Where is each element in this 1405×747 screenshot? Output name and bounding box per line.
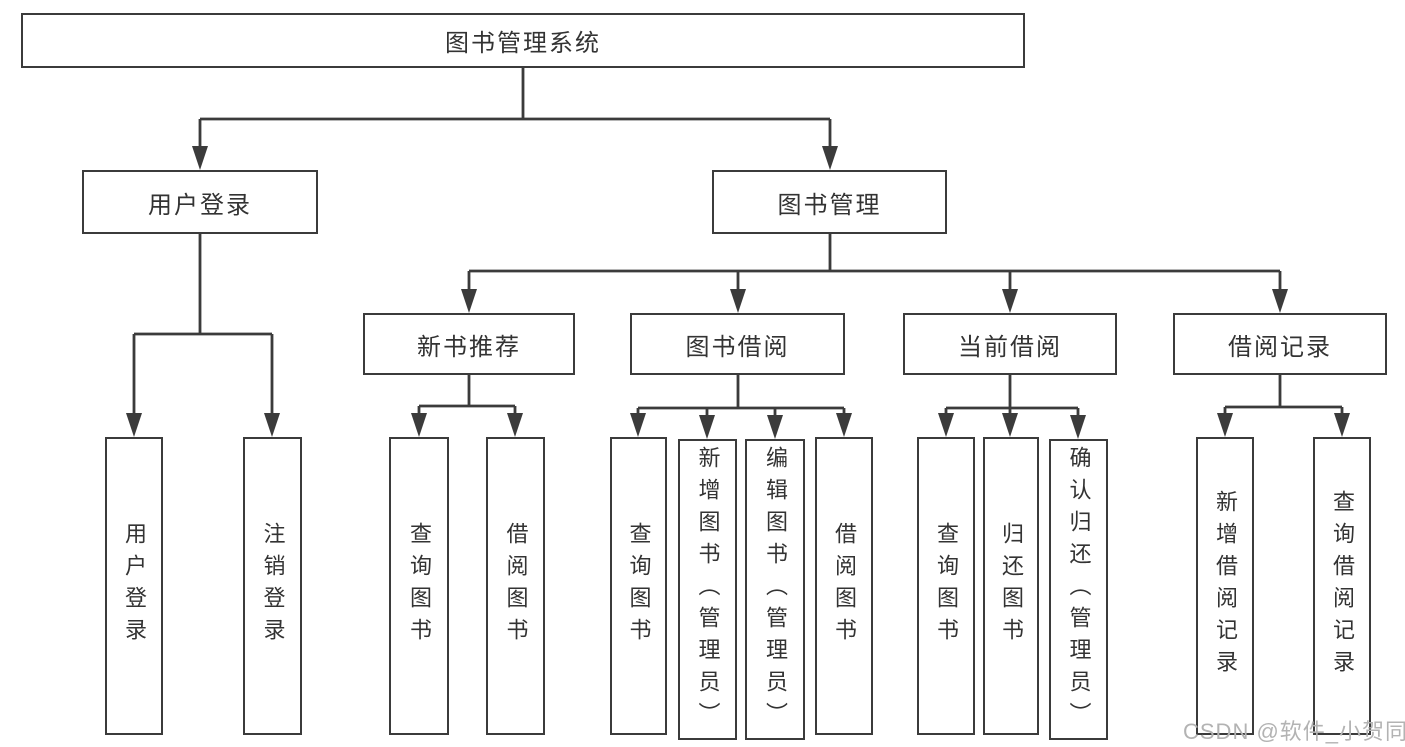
node-leaf-user-login: 用户登录 (105, 437, 163, 735)
node-book-borrowing: 图书借阅 (630, 313, 845, 375)
node-book-management: 图书管理 (712, 170, 947, 234)
arrow-down-icon (938, 413, 954, 437)
arrow-down-icon (411, 413, 427, 437)
node-leaf-query-books-recommend: 查询图书 (389, 437, 449, 735)
arrow-down-icon (630, 413, 646, 437)
node-leaf-query-books-borrow: 查询图书 (610, 437, 667, 735)
arrow-down-icon (192, 146, 208, 170)
node-leaf-query-books-current: 查询图书 (917, 437, 975, 735)
arrow-down-icon (507, 413, 523, 437)
arrow-down-icon (1272, 289, 1288, 313)
node-leaf-confirm-return-admin: 确认归还（管理员） (1049, 439, 1108, 740)
node-leaf-add-borrow-record: 新增借阅记录 (1196, 437, 1254, 735)
node-leaf-query-borrow-record: 查询借阅记录 (1313, 437, 1371, 735)
arrow-down-icon (264, 413, 280, 437)
arrow-down-icon (126, 413, 142, 437)
node-leaf-borrow-books: 借阅图书 (815, 437, 873, 735)
node-leaf-edit-books-admin: 编辑图书（管理员） (745, 439, 805, 740)
arrow-down-icon (730, 289, 746, 313)
arrow-down-icon (1002, 289, 1018, 313)
arrow-down-icon (822, 146, 838, 170)
node-current-borrowing: 当前借阅 (903, 313, 1117, 375)
node-borrow-records: 借阅记录 (1173, 313, 1387, 375)
arrow-down-icon (699, 415, 715, 439)
node-leaf-return-books: 归还图书 (983, 437, 1039, 735)
node-leaf-add-books-admin: 新增图书（管理员） (678, 439, 737, 740)
node-root: 图书管理系统 (21, 13, 1025, 68)
arrow-down-icon (836, 413, 852, 437)
node-leaf-borrow-books-recommend: 借阅图书 (486, 437, 545, 735)
arrow-down-icon (1217, 413, 1233, 437)
arrow-down-icon (1334, 413, 1350, 437)
arrow-down-icon (461, 289, 477, 313)
node-leaf-logout-login: 注销登录 (243, 437, 302, 735)
node-new-book-recommend: 新书推荐 (363, 313, 575, 375)
arrow-down-icon (1070, 415, 1086, 439)
node-user-login: 用户登录 (82, 170, 318, 234)
arrow-down-icon (1002, 413, 1018, 437)
arrow-down-icon (767, 415, 783, 439)
arrowheads (126, 146, 1350, 439)
watermark: CSDN @软件_小贺同学 (1183, 719, 1405, 744)
